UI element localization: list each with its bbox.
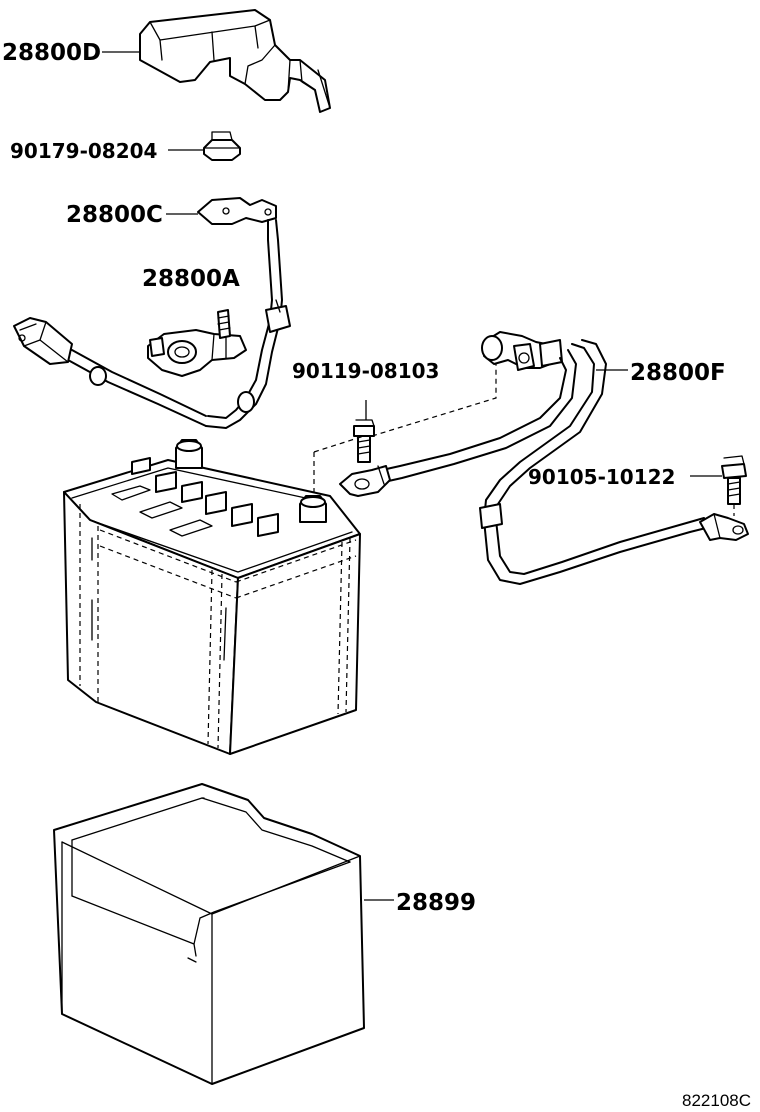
battery-part bbox=[63, 439, 361, 755]
alignment-lines bbox=[313, 364, 735, 518]
figure-code: 822108C bbox=[682, 1091, 751, 1110]
nut-part bbox=[203, 131, 241, 161]
callout-bolt-left: 90119-08103 bbox=[292, 359, 439, 383]
cell-caps bbox=[131, 457, 279, 537]
callout-terminal: 28800A bbox=[142, 266, 240, 292]
callout-cover: 28800D bbox=[2, 40, 101, 66]
callout-plus-wire: 28800C bbox=[66, 202, 163, 228]
negative-cable-part bbox=[339, 331, 749, 585]
positive-wire-part bbox=[13, 197, 291, 429]
terminal-clamp-part bbox=[147, 309, 247, 377]
terminal-cover-part bbox=[139, 9, 331, 113]
battery-tray-part bbox=[53, 783, 365, 1085]
leader-lines bbox=[102, 51, 722, 901]
callout-tray: 28899 bbox=[396, 890, 476, 916]
bolt-right-part bbox=[721, 455, 747, 505]
callout-minus-cable: 28800F bbox=[630, 360, 726, 386]
callout-bolt-right: 90105-10122 bbox=[528, 465, 675, 489]
bolt-left-part bbox=[353, 419, 375, 463]
callout-nut: 90179-08204 bbox=[10, 139, 157, 163]
